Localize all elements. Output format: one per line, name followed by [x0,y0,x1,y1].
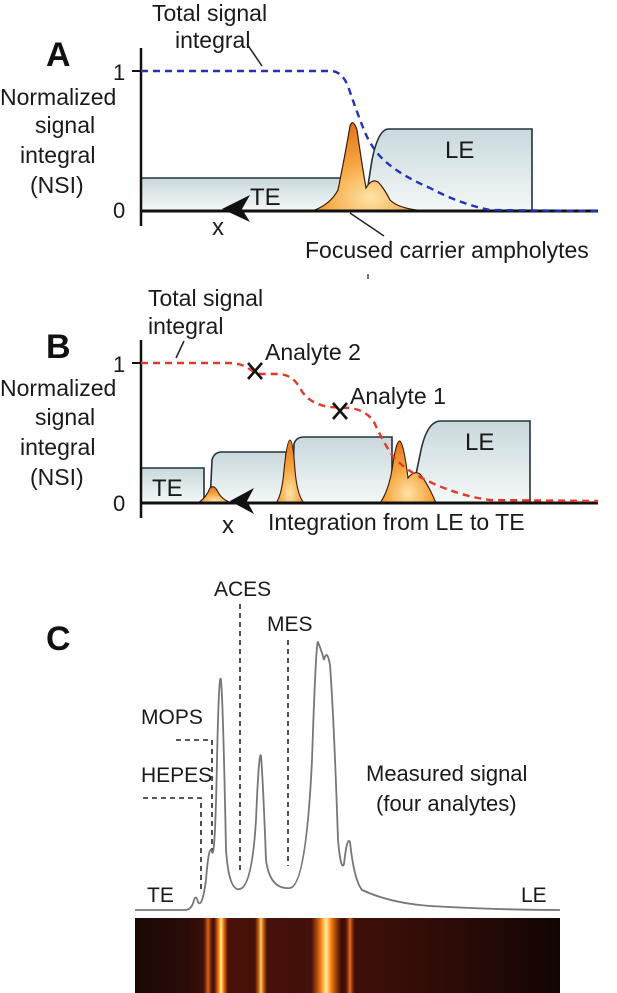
panel-b-total-signal-leader [175,340,185,359]
panel-a-total-signal-label-line1: Total signal [152,0,267,26]
panel-a: A Total signal integral Normalized signa… [0,0,599,279]
panel-a-ampholyte-peaks [311,122,431,212]
panel-b-total-signal-label-line2: integral [148,313,223,339]
panel-b-ytick-one: 1 [113,352,125,377]
panel-b-le-zone [409,420,531,504]
panel-b-peak-2 [274,439,306,504]
panel-b: Total signal integral B Analyte 2 Analyt… [0,285,599,539]
panel-a-ytick-one: 1 [113,60,125,85]
panel-c-letter: C [46,620,71,658]
panel-a-le-zone [363,128,533,212]
panel-a-ylabel-line3: integral [20,142,95,168]
panel-b-ytick-zero: 0 [113,491,125,516]
panel-a-focused-leader [349,212,385,237]
panel-b-analyte2-marker [247,362,263,380]
panel-a-te-label: TE [250,184,281,211]
panel-b-ylabel-line2: signal [35,404,95,430]
panel-c-measured-label-line1: Measured signal [366,761,527,786]
panel-c-mes-label: MES [267,613,313,636]
panel-c-mops-label: MOPS [141,706,203,729]
panel-b-analyte1-label: Analyte 1 [350,383,446,409]
panel-c-hepes-leader [143,797,202,892]
panel-b-ylabel-line1: Normalized [0,375,116,401]
panel-a-total-integral-curve [141,69,599,213]
panel-b-letter: B [46,328,71,366]
panel-a-ylabel-line2: signal [35,112,95,138]
panel-b-integration-label: Integration from LE to TE [268,509,525,535]
panel-b-x-mark: x [222,512,234,539]
panel-b-ylabel-line4: (NSI) [30,464,84,490]
panel-c-aces-label: ACES [214,578,271,601]
panel-c-te-label: TE [147,884,174,907]
panel-b-analyte2-label: Analyte 2 [265,339,361,365]
panel-a-total-signal-leader [246,43,263,67]
panel-c-band-mops [214,918,228,993]
panel-b-zone-2 [209,451,287,504]
panel-a-integration-arrow [222,195,250,222]
panel-c-signal-trace [135,641,561,911]
panel-c-hepes-label: HEPES [141,764,212,787]
panel-c-band-hepes [203,918,213,993]
panel-a-le-label: LE [445,137,474,164]
panel-a-ytick-zero: 0 [113,198,125,223]
panel-c-band-aces [255,918,267,993]
panel-b-integration-arrow [230,488,254,514]
panel-b-le-label: LE [465,429,494,456]
panel-a-focused-label: Focused carrier ampholytes [305,237,589,263]
panel-a-total-signal-label-line2: integral [175,27,250,53]
panel-b-peak-1 [196,486,233,504]
panel-b-zone-1 [291,436,393,504]
panel-b-total-signal-label-line1: Total signal [148,285,263,311]
panel-a-letter: A [46,36,71,74]
panel-b-total-integral-curve [141,361,599,503]
panel-c-band-extra [345,918,355,993]
panel-c-le-label: LE [521,884,547,907]
panel-c-band-mes [311,918,341,993]
panel-a-x-mark: x [212,214,224,241]
panel-c-mops-leader [176,739,213,852]
panel-a-ylabel-line1: Normalized [0,84,116,110]
panel-b-te-label: TE [152,475,183,502]
panel-c-measured-label-line2: (four analytes) [376,791,517,816]
panel-a-ylabel-line4: (NSI) [30,172,84,198]
panel-c: C ACES MES MOPS HEPES Measured signal (f… [46,578,561,993]
panel-b-ylabel-line3: integral [20,434,95,460]
panel-b-analyte1-marker [332,402,348,420]
